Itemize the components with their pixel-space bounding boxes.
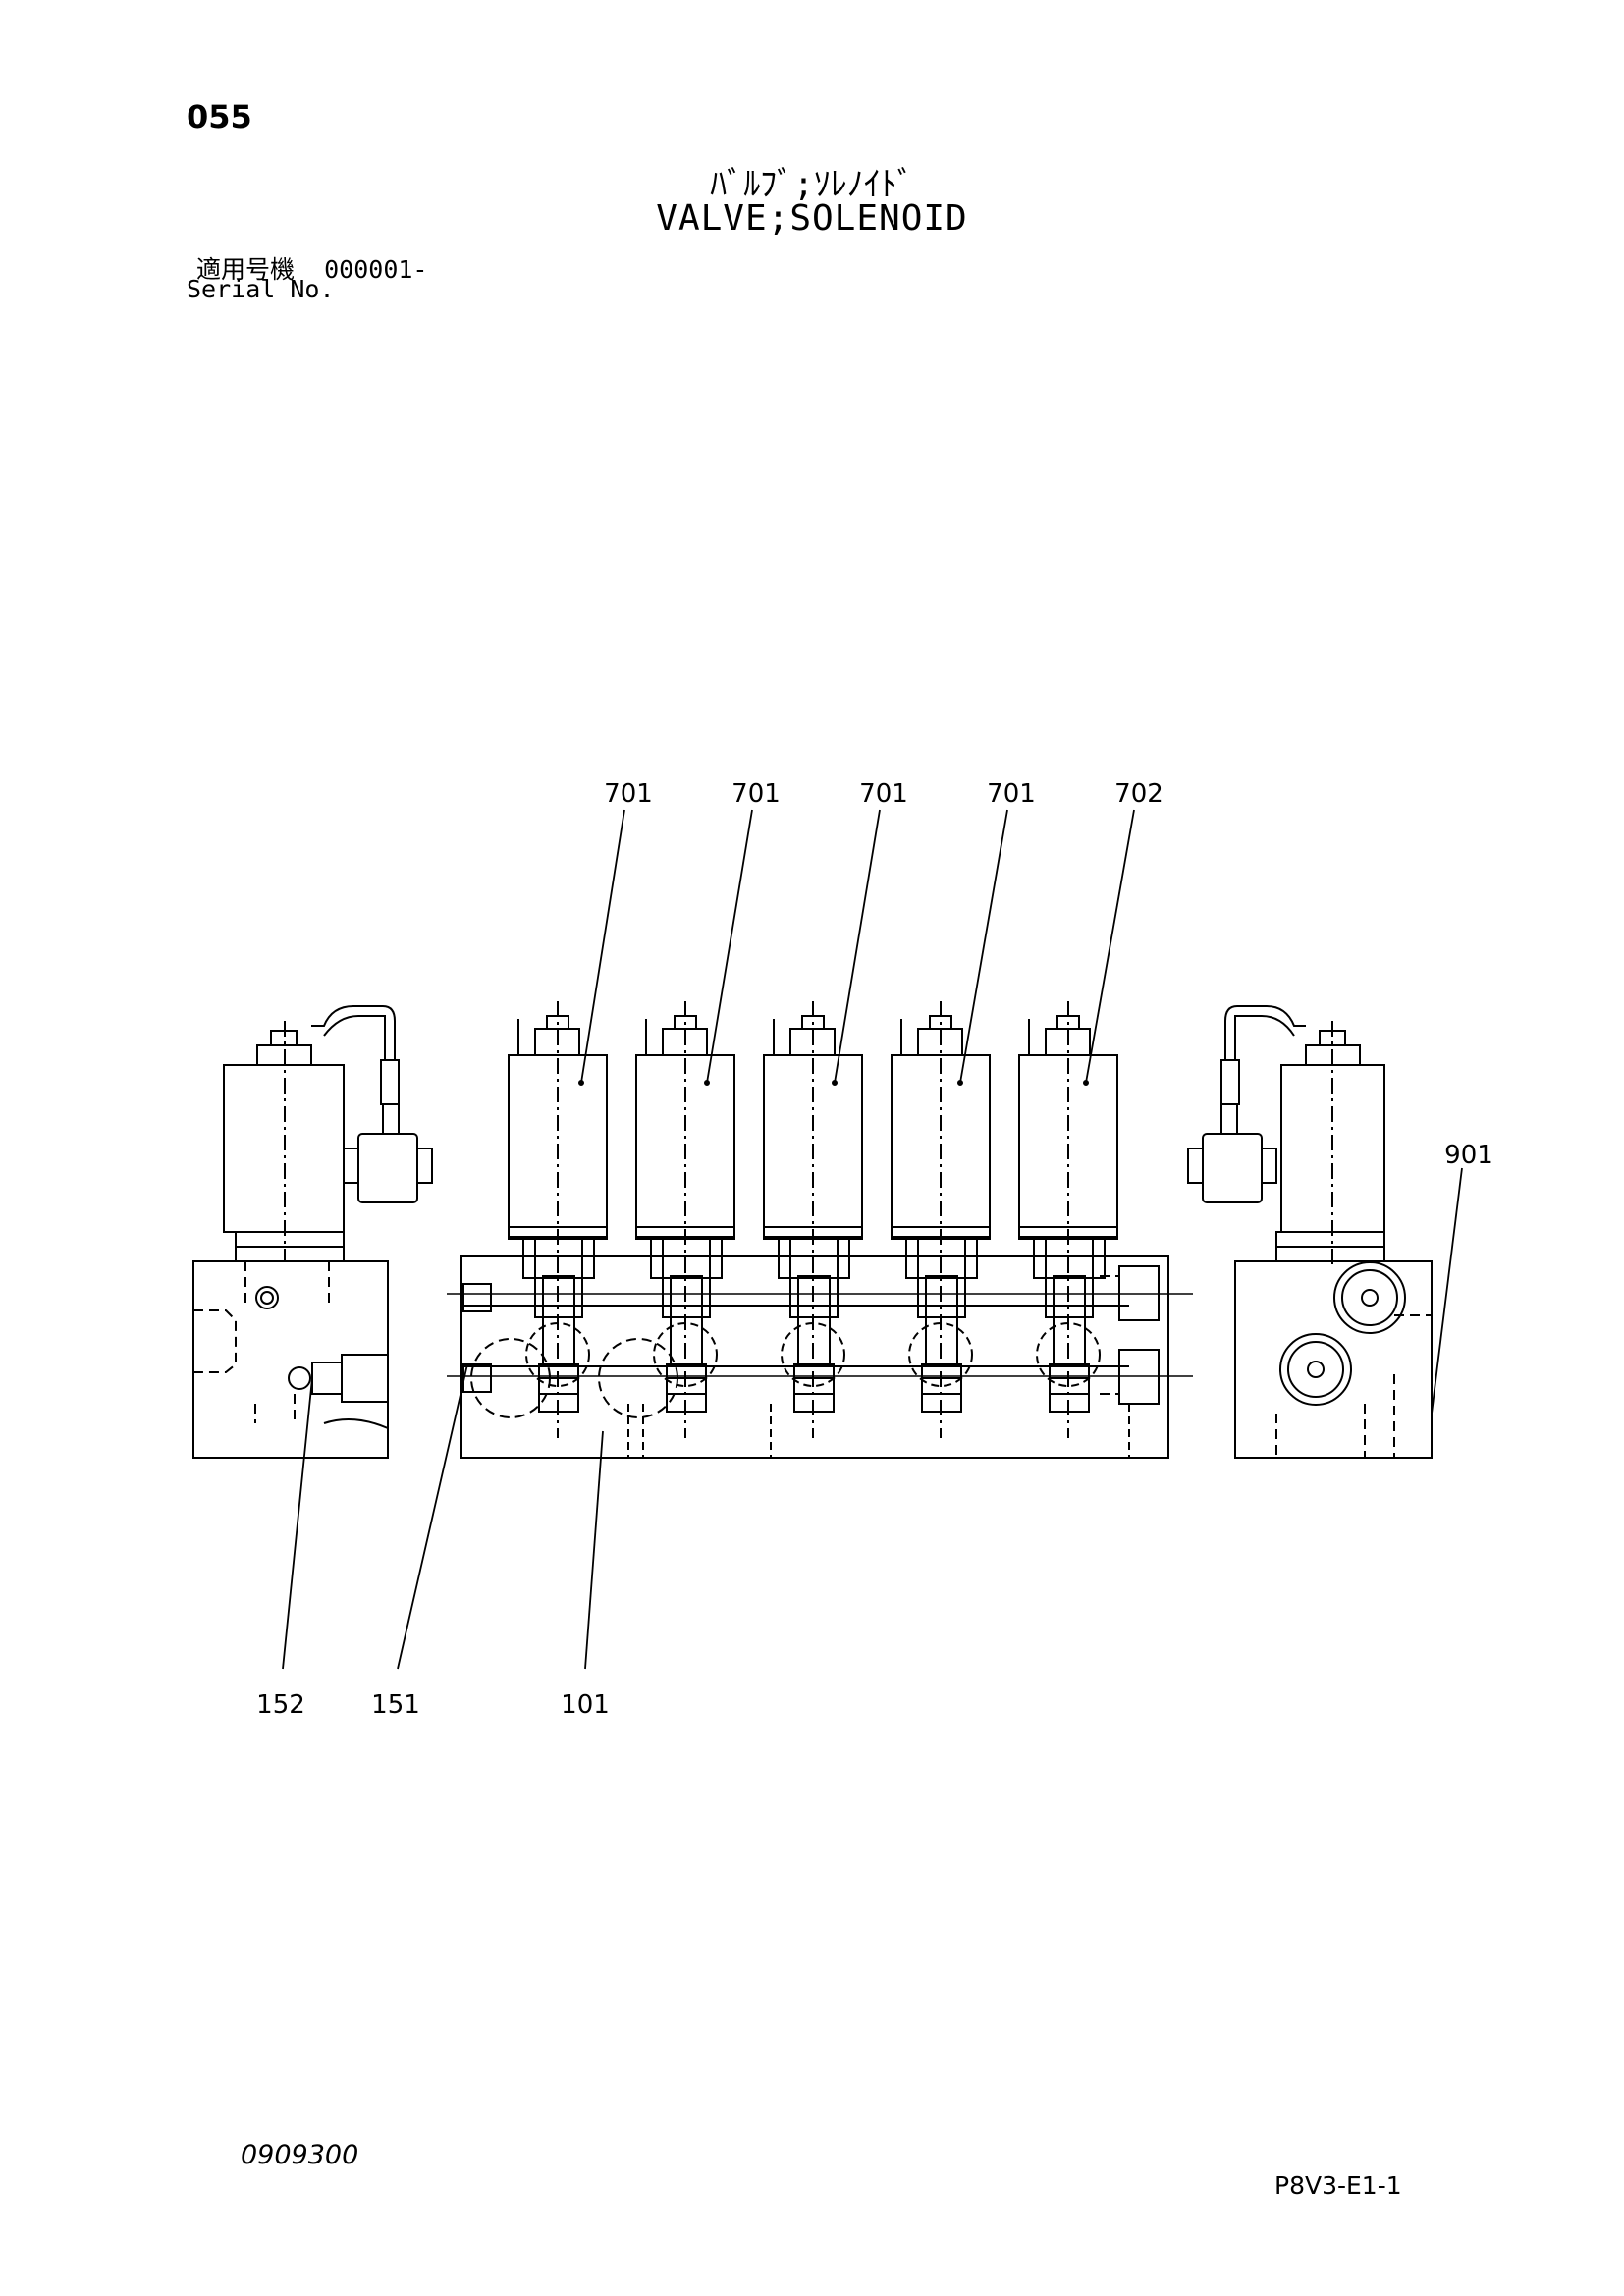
serial-label-japanese: 適用号機 [196, 255, 296, 284]
solenoid-unit-2 [635, 1001, 735, 1438]
callout-901: 901 [1444, 1141, 1493, 1170]
solenoid-unit-4 [891, 1001, 991, 1438]
callout-701-b: 701 [731, 779, 781, 809]
callout-701-c: 701 [859, 779, 908, 809]
right-side-view [1187, 1005, 1433, 1459]
left-side-view [192, 1005, 433, 1459]
document-code: 0909300 [241, 2140, 359, 2170]
solenoid-unit-1 [508, 1001, 608, 1438]
title-japanese: ﾊﾞﾙﾌﾞ;ｿﾚﾉｲﾄﾞ [710, 165, 914, 204]
page-number: 055 [187, 98, 252, 135]
callout-702: 702 [1114, 779, 1164, 809]
serial-label-english: Serial No. [187, 275, 335, 303]
sheet-code: P8V3-E1-1 [1274, 2171, 1402, 2200]
title-english: VALVE;SOLENOID [656, 198, 968, 239]
callout-101: 101 [561, 1690, 610, 1720]
leader-lines [282, 809, 1463, 1670]
callout-701-d: 701 [987, 779, 1036, 809]
callout-701-a: 701 [604, 779, 653, 809]
solenoid-unit-3 [763, 1001, 863, 1438]
serial-value: 000001- [324, 255, 428, 284]
solenoid-unit-5 [1018, 1001, 1118, 1438]
callout-152: 152 [256, 1690, 305, 1720]
serial-row: 適用号機 000001- [196, 250, 427, 286]
callout-labels: 701 701 701 701 702 901 152 151 101 [256, 779, 1493, 1720]
callout-151: 151 [371, 1690, 420, 1720]
center-front-view [447, 1001, 1193, 1459]
